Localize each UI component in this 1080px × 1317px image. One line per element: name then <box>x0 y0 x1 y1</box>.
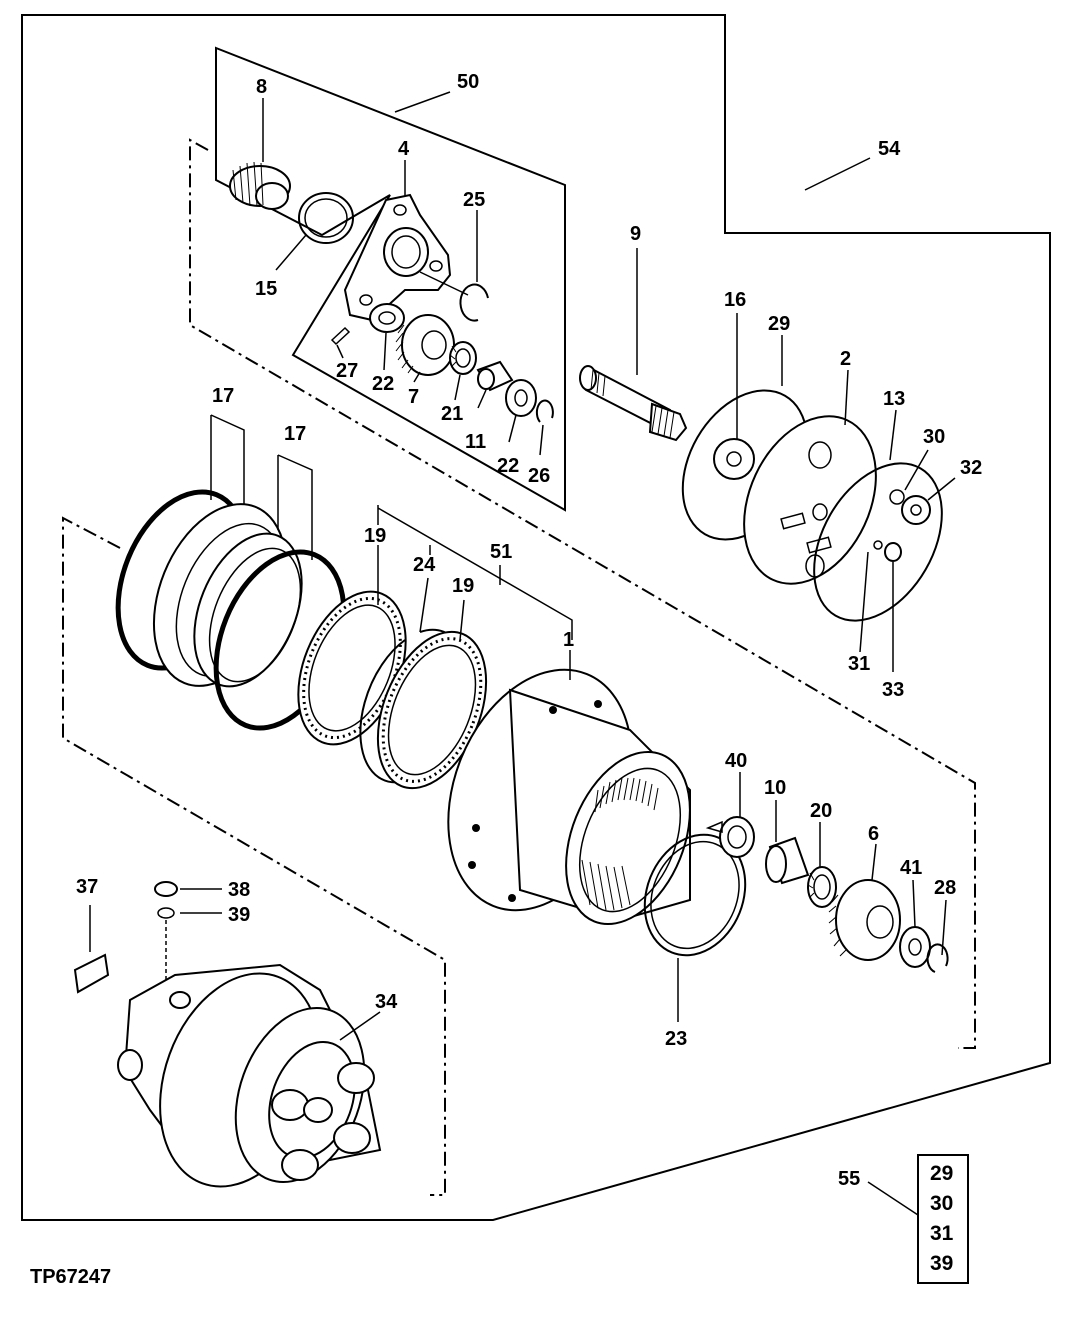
callout-7: 7 <box>408 386 419 408</box>
callout-33: 33 <box>882 679 904 701</box>
callout-24: 24 <box>413 554 436 576</box>
callout-17-right: 17 <box>284 423 306 445</box>
callout-11: 11 <box>465 431 486 453</box>
callout-8: 8 <box>256 76 267 98</box>
callout-13: 13 <box>883 388 905 410</box>
assembly-outline-54 <box>21 14 1051 1221</box>
plug-part-33 <box>884 542 902 672</box>
callout-30: 30 <box>923 426 945 448</box>
group-dashed-bracket-lower <box>62 516 446 1196</box>
plug-part-32 <box>901 477 956 525</box>
callout-51: 51 <box>490 541 512 563</box>
group-dashed-bracket-upper <box>189 138 976 1049</box>
planet-gear-part-7 <box>395 314 455 383</box>
figure-id: TP67247 <box>30 1266 111 1288</box>
name-plate-part-37 <box>73 905 110 994</box>
callout-22-lower: 22 <box>497 455 519 477</box>
pin-part-27 <box>330 326 351 359</box>
shaft-part-9 <box>579 248 688 442</box>
callout-55: 55 <box>838 1168 860 1190</box>
callout-19-right: 19 <box>452 575 474 597</box>
callout-9: 9 <box>630 223 641 245</box>
retaining-ring-part-23 <box>643 833 747 1022</box>
callout-22-upper: 22 <box>372 373 394 395</box>
callout-34: 34 <box>375 991 398 1013</box>
floating-seal-body <box>152 503 303 688</box>
o-ring-part-31 <box>859 540 883 653</box>
callout-16: 16 <box>724 289 746 311</box>
callout-28: 28 <box>934 877 956 899</box>
callout-39: 39 <box>228 904 250 926</box>
callout-27: 27 <box>336 360 358 382</box>
callout-17-left: 17 <box>212 385 234 407</box>
callout-4: 4 <box>398 138 410 160</box>
callout-6: 6 <box>868 823 879 845</box>
callout-37: 37 <box>76 876 98 898</box>
callout-15: 15 <box>255 278 277 300</box>
callout-26: 26 <box>528 465 550 487</box>
planet-gear-part-6 <box>828 843 901 961</box>
carrier-plate-part-4 <box>343 160 469 322</box>
seal-ring-part-15 <box>275 192 354 271</box>
callout-2: 2 <box>840 348 851 370</box>
callout-21: 21 <box>441 403 463 425</box>
bushing-part-11 <box>476 360 514 409</box>
group-51-bracket <box>377 505 573 640</box>
needle-bearing-part-21 <box>449 341 477 401</box>
callout-38: 38 <box>228 879 250 901</box>
o-ring-part-39 <box>157 907 222 985</box>
callout-40: 40 <box>725 750 747 772</box>
bushing-part-10 <box>765 800 810 885</box>
needle-bearing-part-20 <box>807 822 837 908</box>
kit-item-2: 30 <box>930 1192 953 1215</box>
callout-25: 25 <box>463 189 485 211</box>
kit-item-1: 29 <box>930 1162 953 1185</box>
gasket-part-13 <box>813 409 943 622</box>
callout-41: 41 <box>900 857 922 879</box>
callout-54: 54 <box>878 138 901 160</box>
callout-50: 50 <box>457 71 479 93</box>
snap-ring-part-28 <box>926 899 949 973</box>
thrust-washer-part-40 <box>705 772 755 858</box>
kit-item-3: 31 <box>930 1222 954 1245</box>
callout-1: 1 <box>563 629 574 651</box>
plug-part-16 <box>713 313 755 480</box>
plug-part-38 <box>154 881 222 897</box>
callout-23: 23 <box>665 1028 687 1050</box>
callout-10: 10 <box>764 777 786 799</box>
kit-box <box>917 1154 969 1284</box>
washer-part-22-upper <box>369 303 405 371</box>
callout-20: 20 <box>810 800 832 822</box>
washer-part-41 <box>899 879 931 968</box>
o-ring-part-30 <box>889 449 929 505</box>
callout-31: 31 <box>848 653 870 675</box>
cover-part-2 <box>743 369 877 585</box>
snap-ring-part-26 <box>535 399 554 456</box>
kit-item-4: 39 <box>930 1252 953 1275</box>
callout-29: 29 <box>768 313 790 335</box>
pinion-gear-part-8 <box>229 98 291 210</box>
bearing-part-19-right <box>376 599 488 790</box>
snap-ring-part-25 <box>459 210 489 322</box>
kit-group-part-55 <box>867 1154 969 1284</box>
washer-part-22-lower <box>505 379 537 443</box>
housing-part-1 <box>447 650 691 926</box>
callout-32: 32 <box>960 457 982 479</box>
travel-motor-part-34 <box>117 963 382 1188</box>
callout-19-left: 19 <box>364 525 386 547</box>
